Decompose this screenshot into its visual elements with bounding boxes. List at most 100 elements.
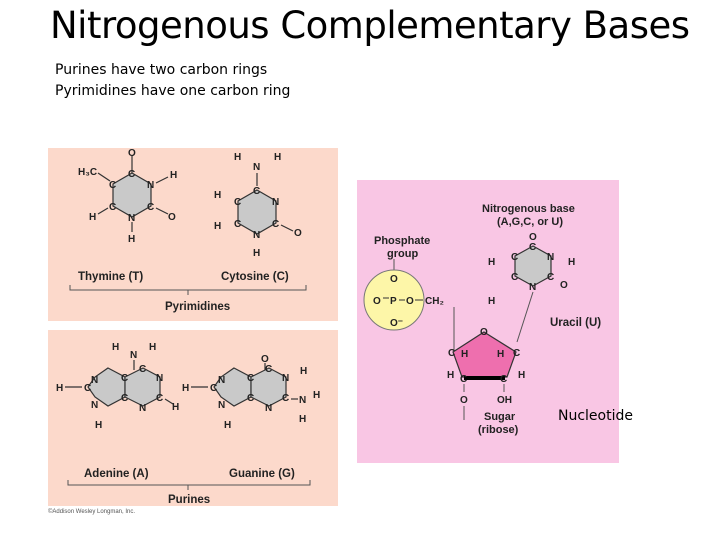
svg-text:C: C [247, 373, 254, 384]
svg-text:O: O [406, 296, 414, 307]
svg-text:C: C [234, 197, 241, 208]
svg-text:H: H [518, 370, 525, 381]
svg-text:O: O [168, 212, 176, 223]
svg-text:H: H [214, 190, 221, 201]
phosphate-structure: O O P O O⁻ CH₂ [363, 259, 455, 355]
svg-text:C: C [265, 364, 272, 375]
slide-title: Nitrogenous Complementary Bases [50, 4, 690, 47]
svg-text:O: O [529, 232, 537, 243]
svg-text:H: H [568, 257, 575, 268]
svg-text:N: N [130, 350, 137, 361]
cytosine-structure: H N H C N C N C C H H O H [214, 152, 302, 259]
svg-text:C: C [109, 202, 116, 213]
svg-text:H: H [56, 383, 63, 394]
svg-text:C: C [547, 272, 554, 283]
purines-diagram: H N H N C N C C C N C N H H H O N C N [56, 342, 320, 506]
svg-text:C: C [513, 348, 520, 359]
adenine-label: Adenine (A) [84, 468, 149, 480]
svg-text:O: O [128, 148, 136, 159]
svg-text:N: N [547, 252, 554, 263]
svg-text:C: C [210, 383, 217, 394]
svg-text:H: H [488, 296, 495, 307]
svg-text:N: N [265, 403, 272, 414]
svg-text:C: C [253, 186, 260, 197]
nucleotide-annotation: Nucleotide [558, 408, 633, 424]
svg-text:O: O [390, 274, 398, 285]
sugar-label: Sugar [484, 411, 516, 423]
ribose-label: (ribose) [478, 424, 519, 436]
svg-text:C: C [234, 219, 241, 230]
thymine-structure: O C N C N C C H₃C H O H H [78, 148, 177, 245]
svg-text:C: C [511, 252, 518, 263]
svg-text:H: H [89, 212, 96, 223]
svg-text:N: N [299, 395, 306, 406]
svg-text:N: N [139, 403, 146, 414]
nucleotide-panel: Nitrogenous base (A,G,C, or U) Phosphate… [357, 180, 619, 463]
svg-text:C: C [147, 202, 154, 213]
svg-text:H: H [172, 402, 179, 413]
svg-text:N: N [218, 375, 225, 386]
svg-text:C: C [282, 393, 289, 404]
svg-text:H: H [128, 234, 135, 245]
svg-text:H₃C: H₃C [78, 167, 97, 178]
guanine-structure: O N C N C C C N C N H H N H H H [182, 354, 320, 431]
svg-text:H: H [299, 414, 306, 425]
svg-text:C: C [121, 373, 128, 384]
svg-text:H: H [300, 366, 307, 377]
svg-text:H: H [461, 349, 468, 360]
svg-text:C: C [272, 219, 279, 230]
adenine-structure: H N H N C N C C C N C N H H H [56, 342, 179, 431]
pyrimidines-label: Pyrimidines [165, 301, 230, 313]
svg-text:H: H [224, 420, 231, 431]
bracket [67, 480, 311, 490]
nucleotide-diagram: Nitrogenous base (A,G,C, or U) Phosphate… [363, 203, 601, 436]
svg-text:N: N [91, 400, 98, 411]
svg-text:OH: OH [497, 395, 512, 406]
svg-text:C: C [448, 348, 455, 359]
svg-text:O: O [480, 327, 488, 338]
svg-text:H: H [149, 342, 156, 353]
svg-text:H: H [274, 152, 281, 163]
svg-text:H: H [447, 370, 454, 381]
phosphate-label: Phosphate [374, 235, 430, 247]
svg-text:C: C [460, 374, 467, 385]
svg-text:P: P [390, 296, 397, 307]
ribose-structure: O C C H H H H C C O OH [447, 327, 525, 420]
uracil-structure: O C N C N C C H H H O [488, 232, 575, 343]
svg-text:O: O [373, 296, 381, 307]
svg-text:C: C [511, 272, 518, 283]
svg-text:H: H [95, 420, 102, 431]
svg-text:O: O [261, 354, 269, 365]
cytosine-label: Cytosine (C) [221, 271, 289, 283]
svg-text:O: O [294, 228, 302, 239]
svg-text:C: C [500, 374, 507, 385]
svg-text:O: O [460, 395, 468, 406]
svg-text:H: H [253, 248, 260, 259]
base-label: Nitrogenous base [482, 203, 575, 215]
svg-text:C: C [128, 169, 135, 180]
bracket [69, 285, 307, 295]
svg-text:C: C [529, 242, 536, 253]
svg-text:N: N [282, 373, 289, 384]
svg-text:H: H [112, 342, 119, 353]
svg-text:H: H [313, 390, 320, 401]
guanine-label: Guanine (G) [229, 468, 295, 480]
pyrimidines-panel: O C N C N C C H₃C H O H H H N H C N [48, 148, 338, 321]
svg-text:N: N [253, 162, 260, 173]
svg-text:H: H [182, 383, 189, 394]
svg-text:N: N [128, 213, 135, 224]
phosphate-group-label: group [387, 248, 418, 260]
thymine-label: Thymine (T) [78, 271, 143, 283]
svg-text:H: H [488, 257, 495, 268]
uracil-label: Uracil (U) [550, 317, 601, 329]
svg-text:N: N [218, 400, 225, 411]
purines-panel: H N H N C N C C C N C N H H H O N C N [48, 330, 338, 506]
svg-text:C: C [121, 393, 128, 404]
bullet-purines: Purines have two carbon rings [55, 62, 268, 78]
svg-text:C: C [156, 393, 163, 404]
base-options: (A,G,C, or U) [497, 216, 563, 228]
svg-text:N: N [253, 230, 260, 241]
copyright: ©Addison Wesley Longman, Inc. [48, 509, 136, 515]
svg-text:C: C [139, 364, 146, 375]
svg-text:O⁻: O⁻ [390, 318, 403, 329]
